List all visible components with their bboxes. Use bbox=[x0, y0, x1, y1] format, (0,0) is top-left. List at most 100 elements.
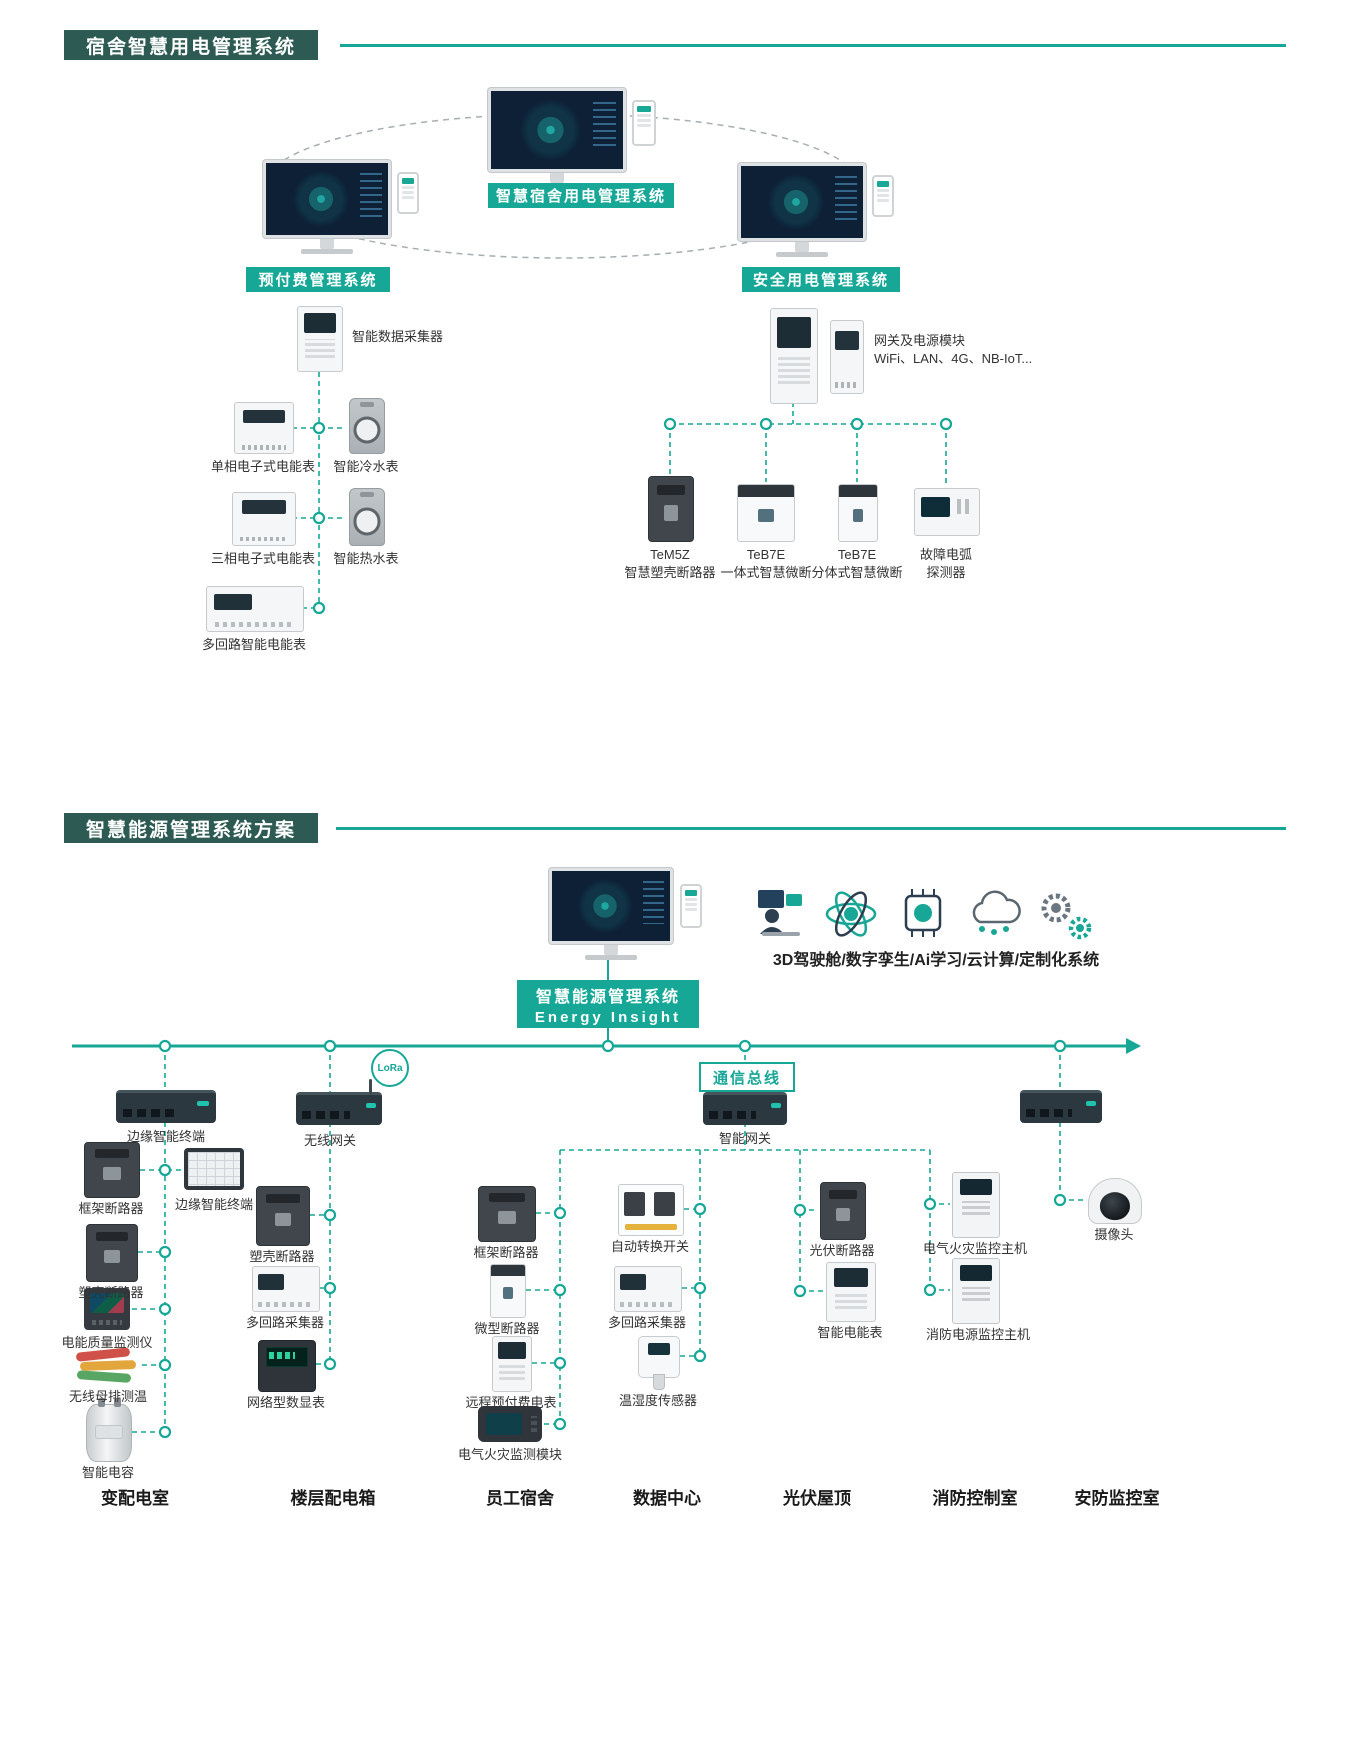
monitor-center bbox=[488, 88, 626, 188]
cloud-tech-caption: 3D驾驶舱/数字孪生/Ai学习/云计算/定制化系统 bbox=[772, 952, 1100, 969]
device-fire-power-host bbox=[952, 1258, 1000, 1324]
device-electrical-fire-host bbox=[952, 1172, 1000, 1238]
footer-fire-control-room: 消防控制室 bbox=[932, 1489, 1018, 1508]
device-smart-capacitor bbox=[86, 1398, 132, 1462]
label-smart-energy-meter: 智能电能表 bbox=[817, 1325, 883, 1340]
label-smart-capacitor: 智能电容 bbox=[81, 1465, 135, 1480]
label-hot-water-meter: 智能热水表 bbox=[333, 551, 399, 566]
device-edge-terminal-tablet bbox=[184, 1148, 244, 1190]
device-single-phase-meter bbox=[234, 402, 294, 454]
bus-label: 通信总线 bbox=[699, 1062, 795, 1092]
label-cold-water-meter: 智能冷水表 bbox=[333, 459, 399, 474]
label-dome-camera: 摄像头 bbox=[1094, 1227, 1134, 1242]
cockpit-icon bbox=[758, 890, 802, 936]
footer-floor-distribution: 楼层配电箱 bbox=[290, 1489, 376, 1508]
label-edge-terminal-tablet: 边缘智能终端 bbox=[174, 1197, 254, 1212]
device-network-display-meter bbox=[258, 1340, 316, 1392]
label-multi-circuit-meter: 多回路智能电能表 bbox=[201, 637, 307, 652]
device-power-module bbox=[830, 320, 864, 394]
device-edge-terminal-gateway bbox=[116, 1090, 216, 1123]
label-auto-transfer-switch: 自动转换开关 bbox=[610, 1239, 690, 1254]
label-frame-breaker-1: 框架断路器 bbox=[78, 1201, 144, 1216]
label-multi-collector-2: 多回路采集器 bbox=[607, 1315, 687, 1330]
label-arc-detector: 故障电弧探测器 bbox=[919, 547, 973, 580]
device-fire-monitor-module bbox=[478, 1406, 542, 1442]
device-smart-gateway bbox=[703, 1092, 787, 1125]
monitor-left bbox=[263, 160, 391, 254]
device-data-collector bbox=[297, 306, 343, 372]
label-electrical-fire-host: 电气火灾监控主机 bbox=[922, 1241, 1028, 1256]
gears-icon bbox=[1041, 893, 1092, 940]
label-edge-terminal-gateway: 边缘智能终端 bbox=[126, 1129, 206, 1144]
phone-energy-platform bbox=[680, 884, 702, 928]
device-teb7e-integrated bbox=[737, 484, 795, 542]
label-data-collector: 智能数据采集器 bbox=[352, 329, 444, 344]
footer-staff-dorm: 员工宿舍 bbox=[486, 1489, 554, 1508]
footer-data-center: 数据中心 bbox=[633, 1489, 701, 1508]
footer-security-room: 安防监控室 bbox=[1074, 1489, 1160, 1508]
label-mccb-1: 塑壳断路器 bbox=[78, 1285, 144, 1300]
label-mini-breaker: 微型断路器 bbox=[474, 1321, 540, 1336]
system-badge: 智慧宿舍用电管理系统 bbox=[488, 183, 674, 208]
label-wireless-gateway: 无线网关 bbox=[303, 1133, 357, 1148]
device-mccb-2 bbox=[256, 1186, 310, 1246]
device-arc-detector bbox=[914, 488, 980, 536]
lora-icon: LoRa bbox=[371, 1049, 409, 1087]
phone-center bbox=[632, 100, 656, 146]
device-mini-breaker bbox=[490, 1264, 526, 1318]
ai-chip-icon bbox=[904, 889, 942, 937]
label-mccb-2: 塑壳断路器 bbox=[249, 1249, 315, 1264]
atom-icon bbox=[825, 891, 877, 937]
device-frame-breaker-1 bbox=[84, 1142, 140, 1198]
device-busbar-temp-sensor bbox=[75, 1347, 140, 1383]
footer-pv-roof: 光伏屋顶 bbox=[783, 1489, 851, 1508]
label-busbar-temp-sensor: 无线母排测温 bbox=[68, 1389, 148, 1404]
label-power-quality-monitor: 电能质量监测仪 bbox=[61, 1335, 153, 1350]
device-frame-breaker-2 bbox=[478, 1186, 536, 1242]
device-gateway-module bbox=[770, 308, 818, 404]
prepaid-badge: 预付费管理系统 bbox=[246, 267, 390, 292]
label-multi-collector-1: 多回路采集器 bbox=[245, 1315, 325, 1330]
device-tem5z-breaker bbox=[648, 476, 694, 542]
section1-header-line bbox=[340, 44, 1286, 47]
device-multi-collector-1 bbox=[252, 1266, 320, 1312]
label-single-phase-meter: 单相电子式电能表 bbox=[210, 459, 316, 474]
device-multi-collector-2 bbox=[614, 1266, 682, 1312]
monitor-right bbox=[738, 163, 866, 257]
device-smart-energy-meter bbox=[826, 1262, 876, 1322]
label-pv-breaker: 光伏断路器 bbox=[809, 1243, 875, 1258]
label-temp-humidity-sensor: 温湿度传感器 bbox=[618, 1393, 698, 1408]
device-three-phase-meter bbox=[232, 492, 296, 546]
monitor-energy-platform bbox=[549, 868, 673, 960]
label-network-display-meter: 网络型数显表 bbox=[246, 1395, 326, 1410]
phone-right bbox=[872, 175, 894, 217]
label-three-phase-meter: 三相电子式电能表 bbox=[210, 551, 316, 566]
device-mccb-1 bbox=[86, 1224, 138, 1282]
label-prepaid-meter: 远程预付费电表 bbox=[465, 1395, 557, 1410]
label-smart-gateway: 智能网关 bbox=[718, 1131, 772, 1146]
cloud-tech-icons bbox=[758, 889, 1092, 940]
label-fire-power-host: 消防电源监控主机 bbox=[925, 1327, 1031, 1342]
section2-header: 智慧能源管理系统方案 bbox=[64, 813, 319, 843]
cloud-icon bbox=[972, 890, 1021, 935]
device-cold-water-meter bbox=[349, 398, 385, 454]
section1-header: 宿舍智慧用电管理系统 bbox=[64, 30, 319, 60]
device-auto-transfer-switch bbox=[618, 1184, 684, 1236]
label-frame-breaker-2: 框架断路器 bbox=[473, 1245, 539, 1260]
phone-left bbox=[397, 172, 419, 214]
device-temp-humidity-sensor bbox=[638, 1336, 680, 1378]
device-dome-camera bbox=[1088, 1178, 1142, 1224]
device-power-quality-monitor bbox=[84, 1288, 130, 1330]
device-prepaid-meter bbox=[492, 1336, 532, 1392]
safety-badge: 安全用电管理系统 bbox=[742, 267, 900, 292]
device-pv-breaker bbox=[820, 1182, 866, 1240]
device-security-gateway bbox=[1020, 1090, 1102, 1123]
device-multi-circuit-meter bbox=[206, 586, 304, 632]
